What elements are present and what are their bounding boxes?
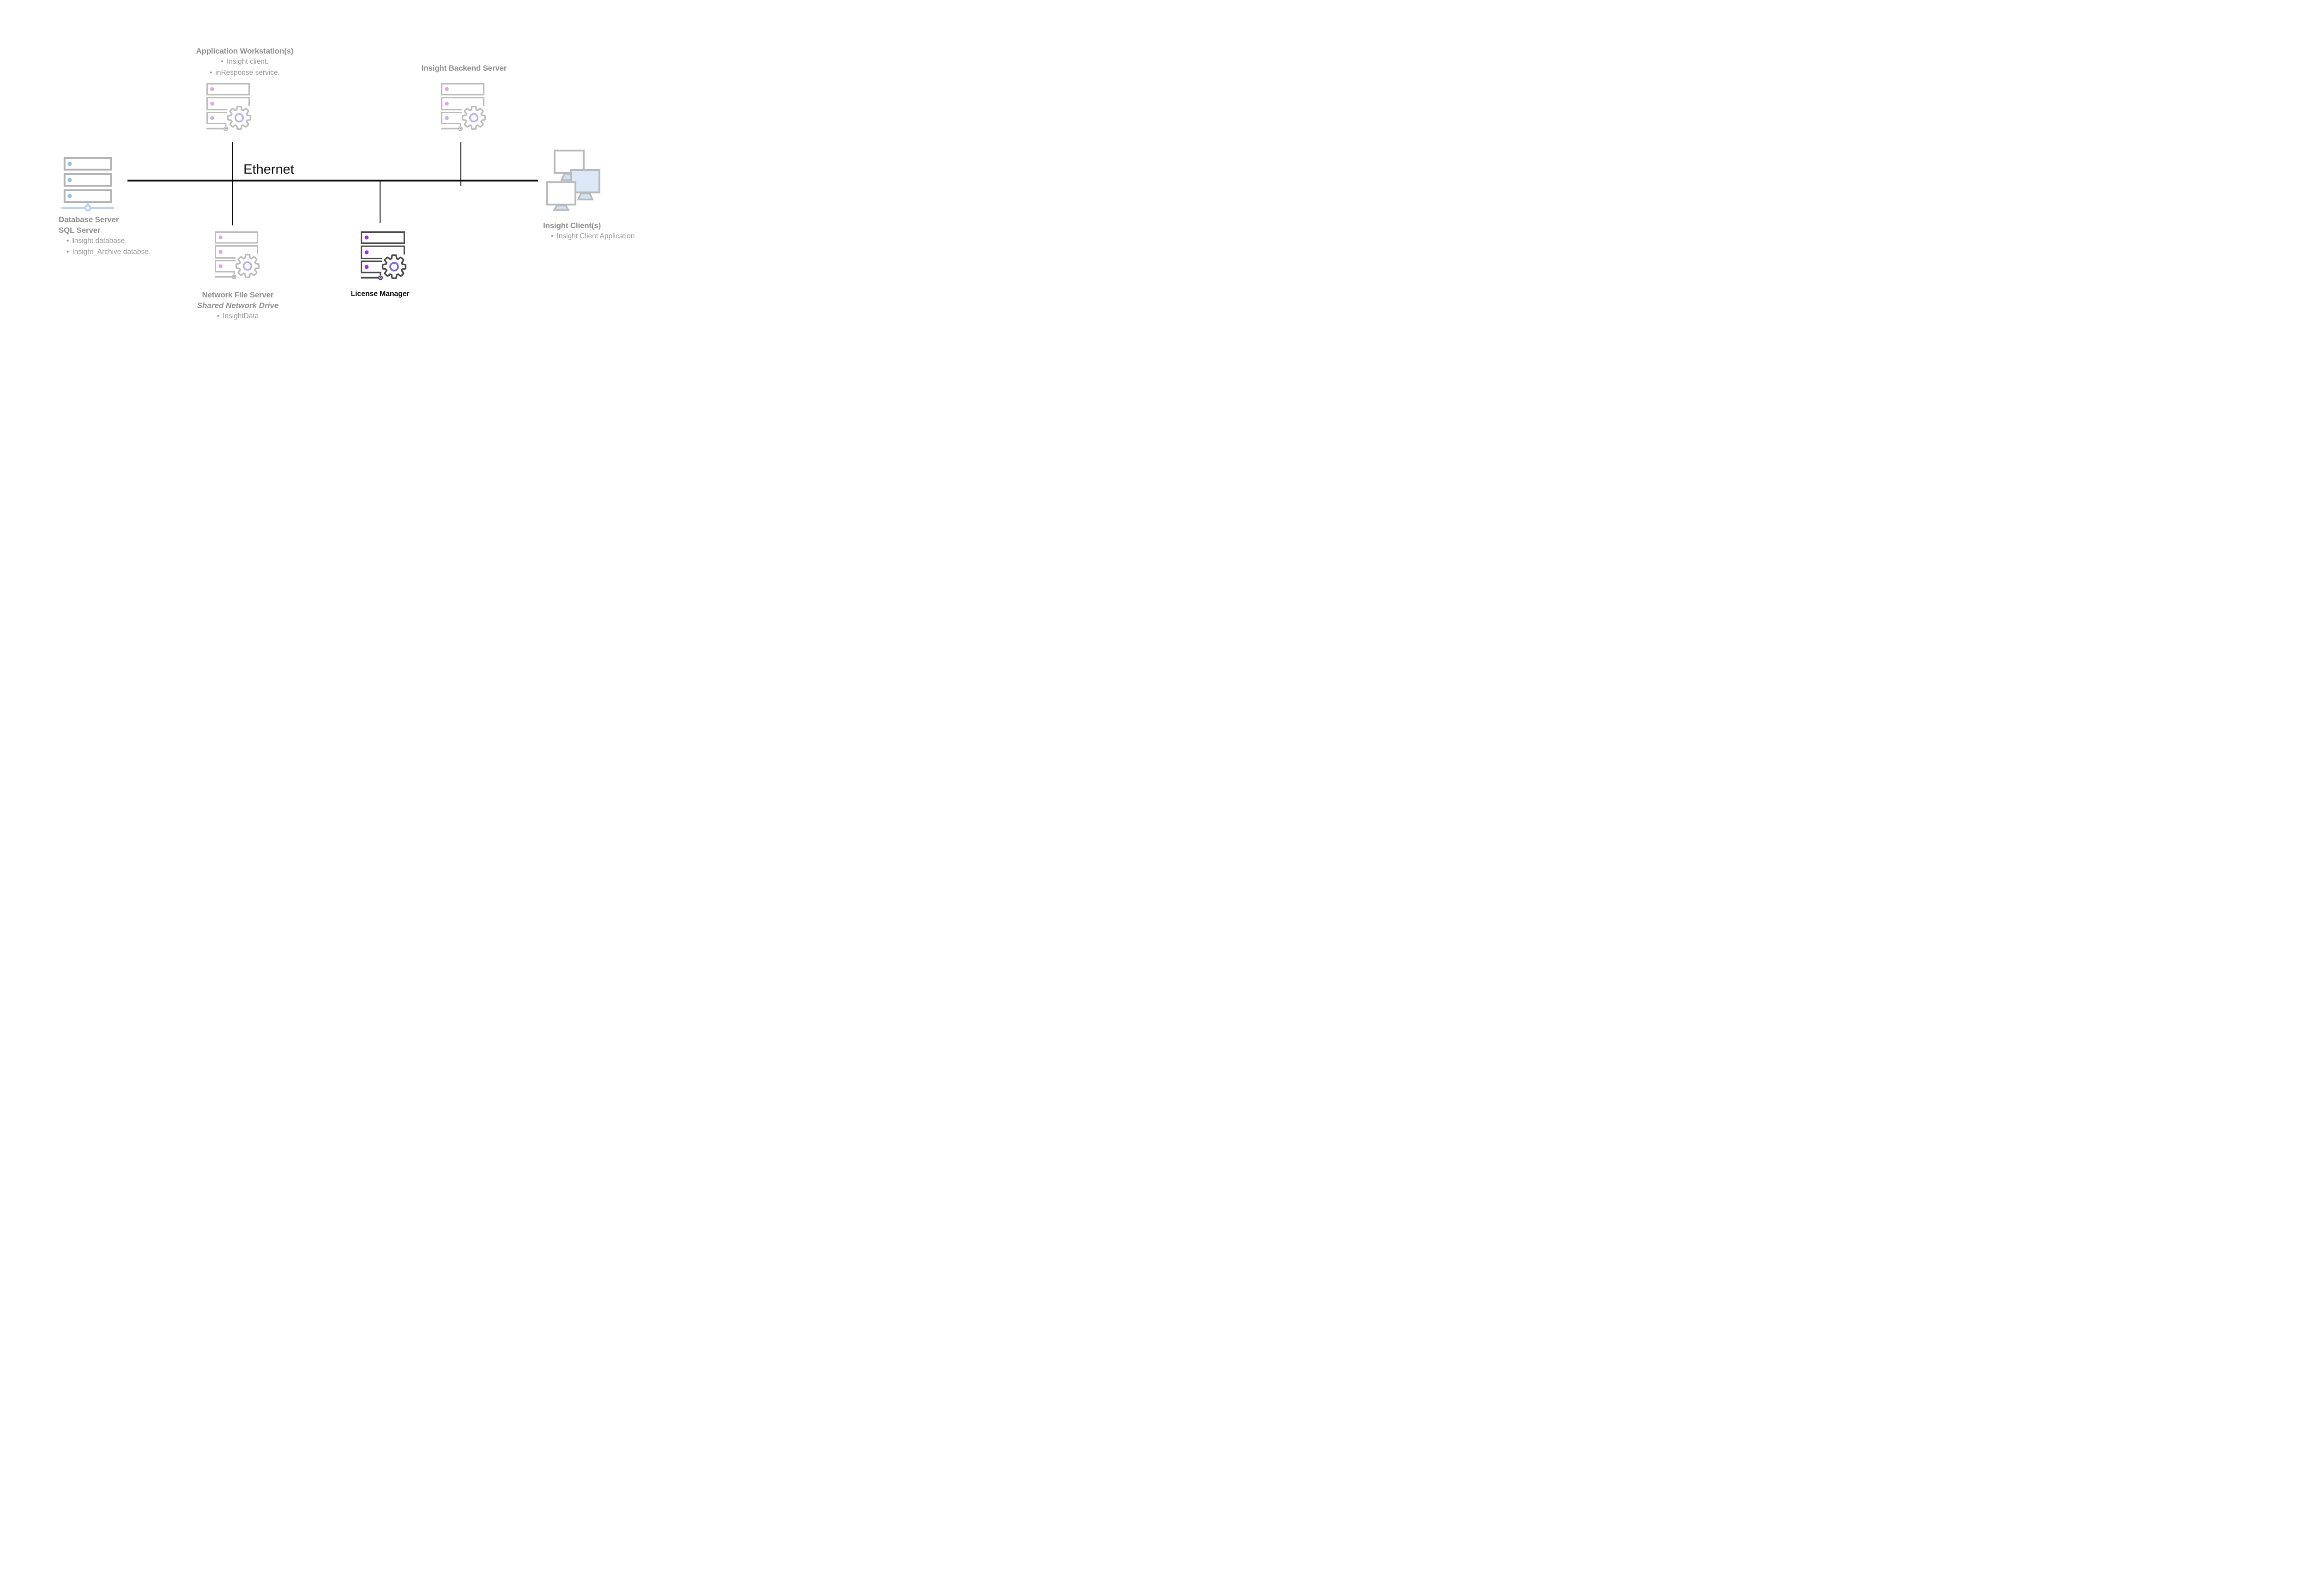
insight-clients-monitors-icon [546,150,600,211]
connector-license-manager [379,181,381,223]
app-workstation-server-icon [206,84,252,131]
license-manager-server-icon [361,232,407,280]
database-server-title: Database Server [59,215,119,224]
connector-app-workstation [231,142,233,225]
database-server-icon [61,157,114,212]
insight-clients-title: Insight Client(s) [543,221,601,230]
network-file-server-icon [215,232,260,279]
network-file-server-item: •InsightData [217,312,259,320]
license-manager-text: License Manager [311,290,449,298]
ethernet-label: Ethernet [243,162,294,177]
backend-server-text: Insight Backend Server [395,63,533,73]
app-workstations-item: •inResponse service. [209,69,280,77]
database-server-item: •Insight database. [66,237,127,245]
diagram-canvas: Ethernet Application Workstation(s) •Ins… [0,0,724,362]
network-file-server-title: Network File Server [202,290,274,299]
app-workstations-title: Application Workstation(s) [196,47,294,55]
database-server-item: •Insight_Archive databse. [66,248,151,256]
connector-backend-server [460,142,462,186]
license-manager-title: License Manager [351,290,410,298]
insight-clients-text: Insight Client(s) •Insight Client Applic… [543,220,691,242]
network-file-server-text: Network File Server Shared Network Drive… [169,290,307,322]
shared-network-drive-subtitle: Shared Network Drive [197,301,279,310]
backend-server-title: Insight Backend Server [421,64,507,73]
app-workstations-item: •Insight client. [221,58,269,66]
backend-server-icon [441,84,487,131]
database-server-text: Database Server SQL Server •Insight data… [59,214,206,258]
insight-clients-item: •Insight Client Application [551,232,635,240]
app-workstations-text: Application Workstation(s) •Insight clie… [175,46,314,79]
ethernet-bus-line [127,180,538,181]
sql-server-title: SQL Server [59,226,101,235]
